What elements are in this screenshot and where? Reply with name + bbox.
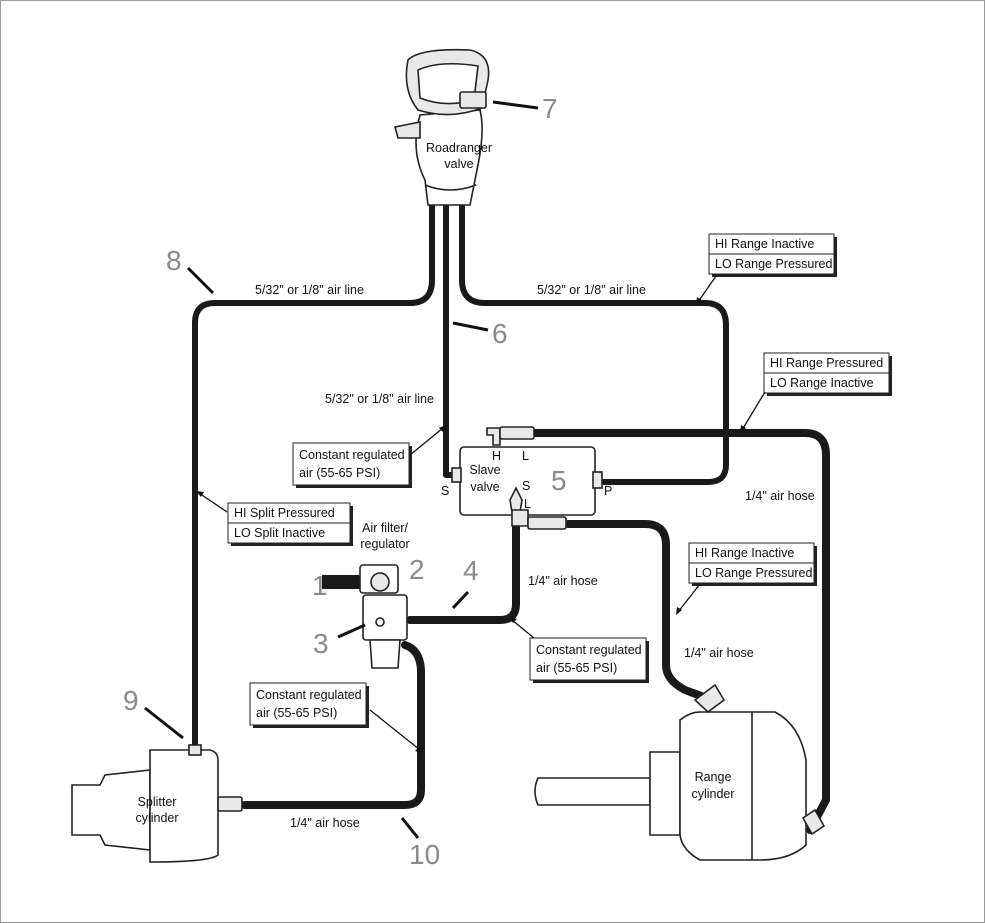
number-9: 9	[123, 685, 139, 716]
port-s-left: S	[441, 484, 449, 498]
callout-const-mid-line1: Constant regulated	[536, 643, 642, 657]
supply-hose	[406, 511, 520, 624]
callout-const-top-line1: Constant regulated	[299, 448, 405, 462]
number-4: 4	[463, 555, 479, 586]
callout-mid-right-line2: LO Range Inactive	[770, 376, 874, 390]
center-air-line	[443, 202, 458, 478]
roadranger-label-2: valve	[444, 157, 473, 171]
callout-const-left-line2: air (55-65 PSI)	[256, 706, 337, 720]
port-l-bottom: L	[524, 497, 531, 511]
right-air-line	[459, 202, 729, 485]
number-2: 2	[409, 554, 425, 585]
port-h: H	[492, 449, 501, 463]
splitter-cylinder	[71, 744, 243, 863]
callout-top-right: HI Range Inactive LO Range Pressured	[708, 233, 837, 277]
splitter-supply-hose	[241, 641, 425, 809]
callout-lower-right-line1: HI Range Inactive	[695, 546, 794, 560]
airline-right-label: 5/32" or 1/8" air line	[537, 283, 646, 297]
callout-lower-right: HI Range Inactive LO Range Pressured	[688, 542, 817, 586]
air-filter-label-2: regulator	[360, 537, 409, 551]
number-10: 10	[409, 839, 440, 870]
number-3: 3	[313, 628, 329, 659]
splitter-label-1: Splitter	[138, 795, 177, 809]
callout-split-line1: HI Split Pressured	[234, 506, 335, 520]
range-cylinder	[534, 683, 826, 861]
callout-lower-right-line2: LO Range Pressured	[695, 566, 812, 580]
l-port-hose	[564, 520, 716, 704]
h-port-hose	[531, 429, 830, 834]
air-filter-regulator	[322, 564, 408, 669]
number-1: 1	[312, 570, 328, 601]
callout-top-right-line1: HI Range Inactive	[715, 237, 814, 251]
hose-center-label: 1/4" air hose	[528, 574, 598, 588]
number-7: 7	[542, 93, 558, 124]
callout-mid-right-line1: HI Range Pressured	[770, 356, 883, 370]
air-filter-label-1: Air filter/	[362, 521, 408, 535]
callout-const-left: Constant regulated air (55-65 PSI)	[249, 682, 369, 728]
callout-const-top: Constant regulated air (55-65 PSI)	[292, 442, 412, 488]
roadranger-valve	[394, 48, 490, 206]
range-cylinder-label-2: cylinder	[691, 787, 734, 801]
airline-left-label: 5/32" or 1/8" air line	[255, 283, 364, 297]
slave-valve	[451, 426, 603, 530]
roadranger-label-1: Roadranger	[426, 141, 492, 155]
number-8: 8	[166, 245, 182, 276]
callout-split-line2: LO Split Inactive	[234, 526, 325, 540]
callout-mid-right: HI Range Pressured LO Range Inactive	[763, 352, 892, 396]
callout-const-top-line2: air (55-65 PSI)	[299, 466, 380, 480]
hose-bottom-label: 1/4" air hose	[290, 816, 360, 830]
number-5: 5	[551, 465, 567, 496]
callout-const-left-line1: Constant regulated	[256, 688, 362, 702]
hose-right-label: 1/4" air hose	[745, 489, 815, 503]
splitter-label-2: cylinder	[135, 811, 178, 825]
callout-const-mid: Constant regulated air (55-65 PSI)	[529, 637, 649, 683]
slave-valve-label-2: valve	[470, 480, 499, 494]
number-6: 6	[492, 318, 508, 349]
range-cylinder-label-1: Range	[695, 770, 732, 784]
number-leaders	[144, 100, 539, 839]
callout-pointers	[196, 275, 766, 753]
callout-top-right-line2: LO Range Pressured	[715, 257, 832, 271]
port-p: P	[604, 484, 612, 498]
left-air-line	[192, 202, 435, 748]
slave-valve-label-1: Slave	[469, 463, 500, 477]
port-s-bottom: S	[522, 479, 530, 493]
callout-const-mid-line2: air (55-65 PSI)	[536, 661, 617, 675]
hose-range-label: 1/4" air hose	[684, 646, 754, 660]
port-l-top: L	[522, 449, 529, 463]
callout-split: HI Split Pressured LO Split Inactive	[227, 502, 353, 546]
airline-center-label: 5/32" or 1/8" air line	[325, 392, 434, 406]
